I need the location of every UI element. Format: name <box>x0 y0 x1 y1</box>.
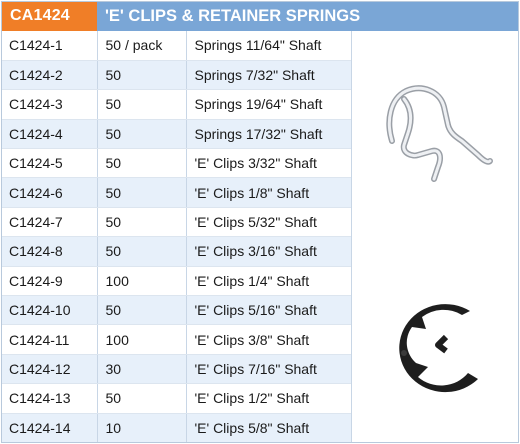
part-number: C1424-9 <box>1 266 98 297</box>
part-description: Springs 7/32" Shaft <box>186 60 352 91</box>
part-number: C1424-3 <box>1 89 98 120</box>
pack-quantity: 50 <box>97 207 187 238</box>
part-description: 'E' Clips 3/32" Shaft <box>186 148 352 179</box>
part-description: 'E' Clips 5/16" Shaft <box>186 295 352 326</box>
product-image-panel <box>351 31 519 443</box>
part-number: C1424-4 <box>1 119 98 150</box>
pack-quantity: 50 <box>97 295 187 326</box>
section-title: 'E' CLIPS & RETAINER SPRINGS <box>97 1 519 31</box>
part-number: C1424-5 <box>1 148 98 179</box>
pack-quantity: 50 <box>97 60 187 91</box>
part-number: C1424-13 <box>1 383 98 414</box>
retainer-spring-photo <box>386 85 493 182</box>
pack-quantity: 50 <box>97 89 187 120</box>
pack-quantity: 50 <box>97 177 187 208</box>
part-number: C1424-8 <box>1 236 98 267</box>
pack-quantity: 10 <box>97 413 187 443</box>
e-clip-photo <box>399 304 478 393</box>
part-number: C1424-14 <box>1 413 98 443</box>
part-number: C1424-1 <box>1 31 98 61</box>
catalog-code: CA1424 <box>1 1 97 31</box>
part-number: C1424-12 <box>1 354 98 385</box>
part-description: 'E' Clips 5/32" Shaft <box>186 207 352 238</box>
part-description: 'E' Clips 1/8" Shaft <box>186 177 352 208</box>
pack-quantity: 50 <box>97 383 187 414</box>
part-number: C1424-7 <box>1 207 98 238</box>
pack-quantity: 100 <box>97 266 187 297</box>
part-number: C1424-11 <box>1 324 98 355</box>
pack-quantity: 30 <box>97 354 187 385</box>
part-description: 'E' Clips 5/8" Shaft <box>186 413 352 443</box>
part-description: 'E' Clips 3/16" Shaft <box>186 236 352 267</box>
part-description: 'E' Clips 1/4" Shaft <box>186 266 352 297</box>
part-number: C1424-10 <box>1 295 98 326</box>
part-description: Springs 17/32" Shaft <box>186 119 352 150</box>
pack-quantity: 50 <box>97 148 187 179</box>
section-header: CA1424 'E' CLIPS & RETAINER SPRINGS <box>1 1 519 31</box>
part-number: C1424-6 <box>1 177 98 208</box>
part-description: 'E' Clips 7/16" Shaft <box>186 354 352 385</box>
part-description: Springs 11/64" Shaft <box>186 31 352 61</box>
part-description: 'E' Clips 1/2" Shaft <box>186 383 352 414</box>
pack-quantity: 50 / pack <box>97 31 187 61</box>
part-description: 'E' Clips 3/8" Shaft <box>186 324 352 355</box>
part-description: Springs 19/64" Shaft <box>186 89 352 120</box>
part-number: C1424-2 <box>1 60 98 91</box>
pack-quantity: 100 <box>97 324 187 355</box>
pack-quantity: 50 <box>97 119 187 150</box>
pack-quantity: 50 <box>97 236 187 267</box>
